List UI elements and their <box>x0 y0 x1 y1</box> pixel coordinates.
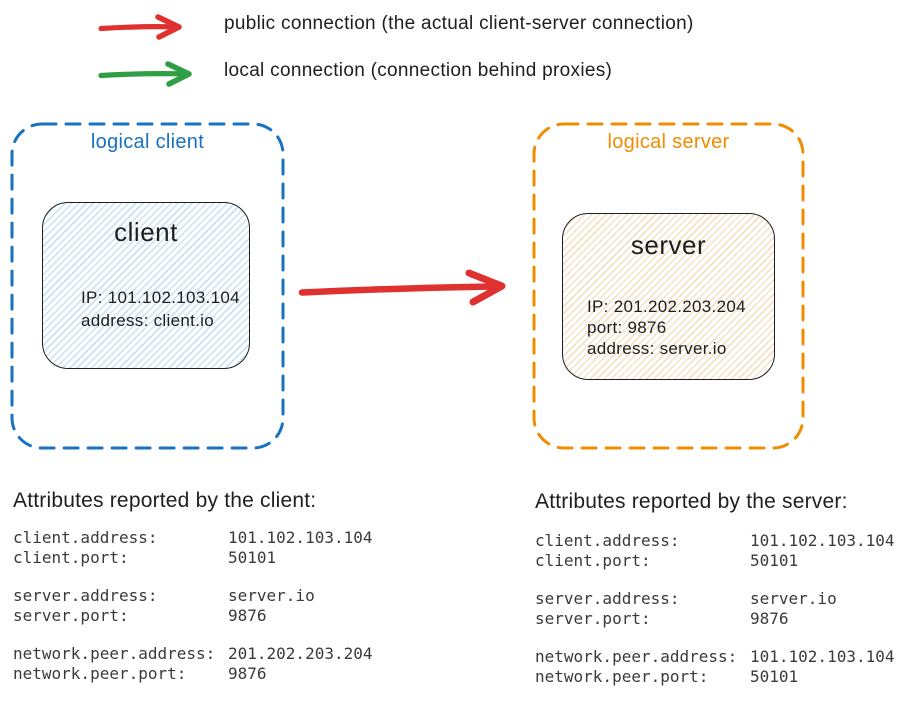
logical-client-box: logical client client IP: 101.102.103.10… <box>10 122 285 450</box>
attribute-value: 201.202.203.204 <box>228 644 373 663</box>
attribute-row: network.peer.address: 101.102.103.104 <box>535 647 895 667</box>
client-to-server-arrow-icon <box>296 266 522 312</box>
client-address-line: address: client.io <box>81 311 214 330</box>
server-ip-line: IP: 201.202.203.204 <box>587 297 746 316</box>
attribute-value: server.io <box>750 589 837 608</box>
attribute-key: network.peer.port: <box>13 663 187 683</box>
attribute-value: 101.102.103.104 <box>750 531 895 550</box>
public-connection-legend-label: public connection (the actual client-ser… <box>224 13 694 34</box>
logical-server-border <box>532 122 805 450</box>
server-node-details: IP: 201.202.203.204 port: 9876 address: … <box>587 296 746 359</box>
logical-client-label: logical client <box>90 131 205 153</box>
attribute-row: client.port: 50101 <box>13 548 373 568</box>
attribute-row: client.address: 101.102.103.104 <box>13 528 373 548</box>
attribute-value: 50101 <box>750 550 799 570</box>
client-node-details: IP: 101.102.103.104 address: client.io <box>81 286 240 332</box>
logical-server-box: logical server server IP: 201.202.203.20… <box>532 122 805 450</box>
attribute-row: network.peer.address: 201.202.203.204 <box>13 644 373 664</box>
client-attributes-table: client.address: 101.102.103.104 client.po… <box>13 528 373 683</box>
attribute-row: client.address: 101.102.103.104 <box>535 531 895 551</box>
server-node-title: server <box>630 230 707 260</box>
attribute-key: network.peer.port: <box>535 666 709 686</box>
attribute-value: 50101 <box>228 547 277 567</box>
attribute-key: server.port: <box>535 608 651 628</box>
attribute-value: 101.102.103.104 <box>228 528 373 547</box>
attribute-value: 101.102.103.104 <box>750 647 895 666</box>
attribute-row: server.port: 9876 <box>535 609 895 629</box>
client-node-title: client <box>114 217 178 247</box>
server-attributes-table: client.address: 101.102.103.104 client.po… <box>535 531 895 686</box>
logical-client-border <box>10 122 285 450</box>
logical-server-label: logical server <box>607 131 730 153</box>
attribute-value: server.io <box>228 586 315 605</box>
server-address-line: address: server.io <box>587 339 727 358</box>
attribute-key: server.address: <box>13 586 158 605</box>
attribute-value: 9876 <box>750 608 789 628</box>
attribute-value: 9876 <box>228 605 267 625</box>
attribute-value: 50101 <box>750 666 799 686</box>
attribute-key: client.port: <box>535 550 651 570</box>
local-connection-legend-label: local connection (connection behind prox… <box>224 60 613 81</box>
client-attributes-heading: Attributes reported by the client: <box>13 489 317 512</box>
server-attributes-heading: Attributes reported by the server: <box>535 490 848 513</box>
client-node: client IP: 101.102.103.104 address: clie… <box>42 202 250 369</box>
attribute-key: client.address: <box>535 531 680 550</box>
attribute-row: network.peer.port: 50101 <box>535 667 895 687</box>
attribute-row: server.address: server.io <box>13 586 373 606</box>
attribute-row: client.port: 50101 <box>535 551 895 571</box>
attribute-key: network.peer.address: <box>13 644 216 663</box>
server-node: server IP: 201.202.203.204 port: 9876 ad… <box>562 213 775 380</box>
attribute-key: client.address: <box>13 528 158 547</box>
attribute-row: network.peer.port: 9876 <box>13 664 373 684</box>
public-connection-arrow-icon <box>96 13 200 41</box>
attribute-key: network.peer.address: <box>535 647 738 666</box>
attribute-key: server.address: <box>535 589 680 608</box>
local-connection-arrow-icon <box>96 60 208 88</box>
attribute-row: server.port: 9876 <box>13 606 373 626</box>
attribute-key: server.port: <box>13 605 129 625</box>
attribute-value: 9876 <box>228 663 267 683</box>
attribute-row: server.address: server.io <box>535 589 895 609</box>
client-ip-line: IP: 101.102.103.104 <box>81 288 240 307</box>
server-port-line: port: 9876 <box>587 318 667 337</box>
attribute-key: client.port: <box>13 547 129 567</box>
